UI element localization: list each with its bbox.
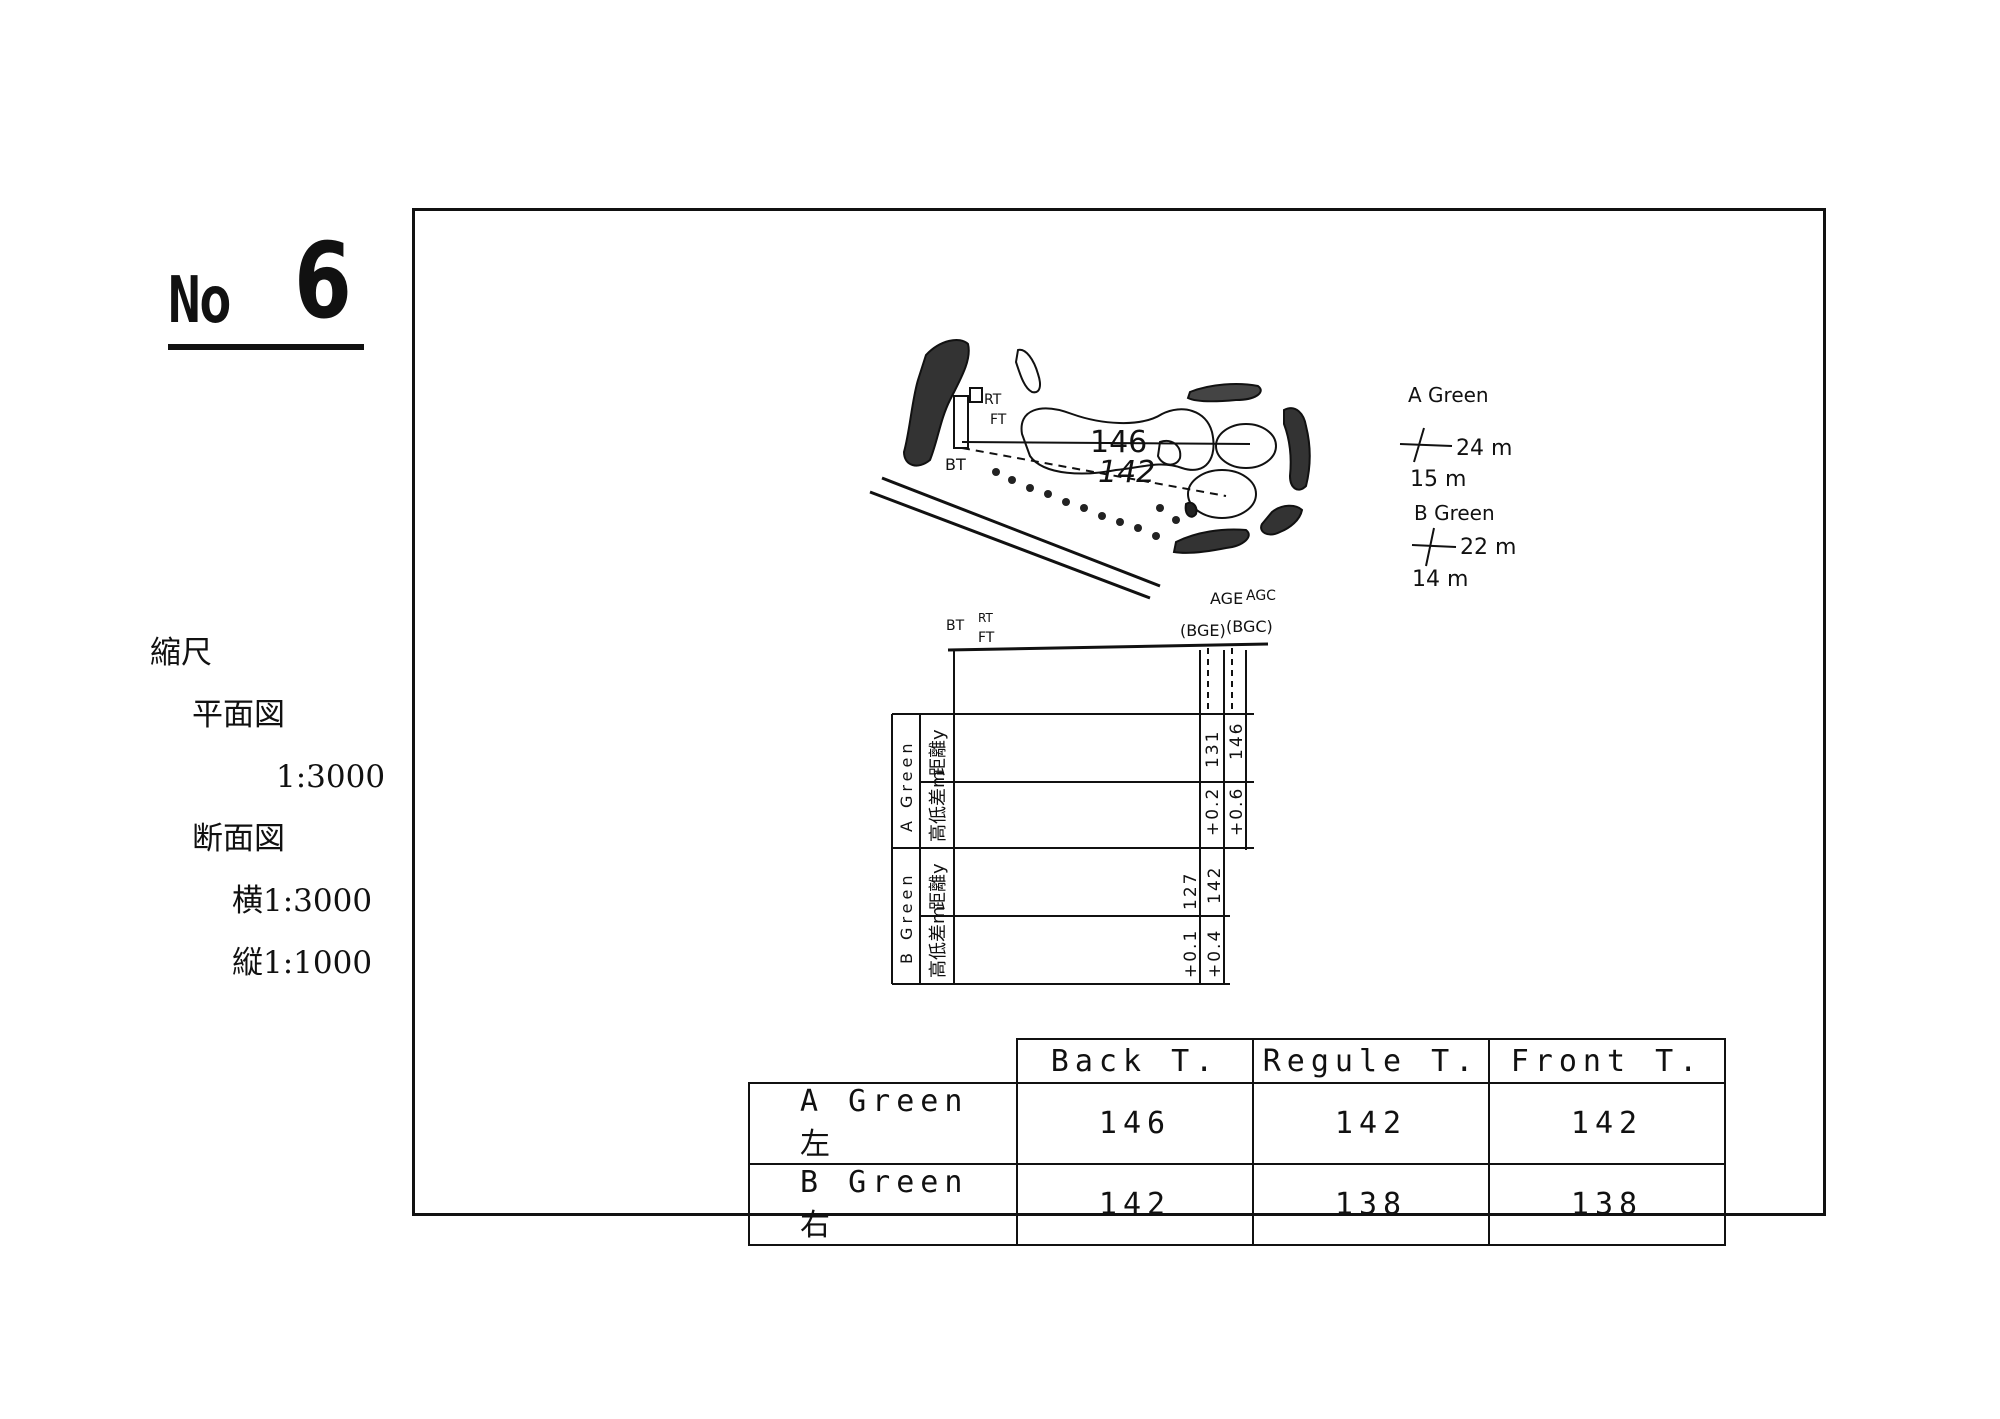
profile-agc: AGC bbox=[1246, 588, 1276, 604]
profile-tee-ft: FT bbox=[978, 630, 995, 646]
profile-age: AGE bbox=[1210, 589, 1243, 608]
fairway-outline bbox=[1020, 407, 1215, 475]
hole-number: 6 bbox=[294, 220, 352, 342]
a-dist-1: 131 bbox=[1203, 730, 1223, 768]
green-axis-icon bbox=[1399, 427, 1457, 567]
tree-cluster bbox=[1186, 383, 1262, 403]
bunker bbox=[1014, 348, 1041, 394]
profile-b-group: B Green bbox=[897, 871, 916, 964]
b-elev-1: +0.1 bbox=[1181, 929, 1201, 978]
a-distance-label: 146 bbox=[1090, 425, 1147, 460]
profile-b-dist-label: 距離y bbox=[928, 863, 949, 910]
tee-box bbox=[953, 395, 969, 449]
a-green-back: 146 bbox=[1016, 1082, 1254, 1165]
b-dist-1: 127 bbox=[1181, 872, 1201, 910]
a-green-play-line bbox=[961, 441, 1251, 445]
header-back-tee: Back T. bbox=[1016, 1038, 1254, 1084]
profile-a-elev-label: 高低差m bbox=[928, 770, 949, 842]
b-distance-label: 142 bbox=[1098, 455, 1155, 490]
hole-title: No 6 bbox=[168, 220, 364, 350]
profile-a-dist-label: 距離y bbox=[928, 729, 949, 776]
a-green-front: 142 bbox=[1488, 1082, 1726, 1165]
tree-cluster bbox=[1260, 504, 1304, 536]
hole-label: No bbox=[168, 264, 232, 338]
green-size-annotations: A Green 24 m 15 m B Green 22 m 14 m bbox=[1399, 383, 1516, 592]
boundary-line bbox=[869, 490, 1151, 600]
section-vertical-scale: 縦1:1000 bbox=[232, 945, 373, 981]
table-row: B Green 右 142 138 138 bbox=[748, 1163, 1726, 1246]
profile-tee-bt: BT bbox=[946, 618, 965, 634]
tree-cluster bbox=[1283, 407, 1311, 491]
tree-cluster bbox=[1172, 528, 1250, 554]
a-green-regular: 142 bbox=[1252, 1082, 1490, 1165]
distance-table: Back T. Regule T. Front T. A Green 左 146… bbox=[748, 1038, 1726, 1246]
b-elev-2: +0.4 bbox=[1205, 929, 1225, 978]
hole-plan-map bbox=[869, 339, 1311, 600]
plan-label: 平面図 bbox=[192, 697, 285, 733]
plan-scale: 1:3000 bbox=[276, 759, 386, 795]
bunker bbox=[1156, 440, 1182, 466]
row-label-b-green: B Green 右 bbox=[748, 1163, 1018, 1246]
tee-box bbox=[969, 387, 983, 403]
tree-cluster bbox=[902, 339, 970, 467]
profile-a-group: A Green bbox=[897, 740, 916, 832]
b-green-title: B Green bbox=[1414, 501, 1495, 525]
table-row: A Green 左 146 142 142 bbox=[748, 1082, 1726, 1165]
a-green-outline bbox=[1215, 423, 1277, 469]
b-green-play-line bbox=[961, 447, 1227, 497]
a-green-depth: 15 m bbox=[1410, 467, 1466, 492]
profile-bgc: (BGC) bbox=[1226, 617, 1273, 636]
a-elev-2: +0.6 bbox=[1227, 787, 1247, 836]
header-front-tee: Front T. bbox=[1488, 1038, 1726, 1084]
a-green-title: A Green bbox=[1408, 383, 1489, 407]
scale-heading: 縮尺 bbox=[150, 635, 212, 671]
profile-section bbox=[891, 642, 1269, 985]
a-green-width: 24 m bbox=[1456, 436, 1512, 461]
b-green-front: 138 bbox=[1488, 1163, 1726, 1246]
a-elev-1: +0.2 bbox=[1203, 787, 1223, 836]
b-dist-2: 142 bbox=[1205, 866, 1225, 904]
b-green-width: 22 m bbox=[1460, 535, 1516, 560]
distance-table-header-row: Back T. Regule T. Front T. bbox=[749, 1038, 1726, 1084]
profile-labels: BT RT FT AGE AGC (BGE) (BGC) A Green B G… bbox=[897, 588, 1276, 978]
section-horizontal-scale: 横1:3000 bbox=[232, 883, 373, 919]
distance-table-corner bbox=[749, 1039, 1018, 1084]
b-green-back: 142 bbox=[1016, 1163, 1254, 1246]
b-green-depth: 14 m bbox=[1412, 567, 1468, 592]
section-label: 断面図 bbox=[192, 821, 285, 857]
map-tee-rt: RT bbox=[984, 392, 1002, 408]
profile-b-elev-label: 高低差m bbox=[928, 906, 949, 978]
map-tee-bt: BT bbox=[945, 455, 966, 474]
profile-bge: (BGE) bbox=[1180, 621, 1226, 640]
profile-tee-rt: RT bbox=[978, 611, 993, 625]
map-labels: 146 142 BT RT FT bbox=[945, 392, 1155, 490]
b-green-regular: 138 bbox=[1252, 1163, 1490, 1246]
row-label-a-green: A Green 左 bbox=[748, 1082, 1018, 1165]
header-regular-tee: Regule T. bbox=[1252, 1038, 1490, 1084]
a-dist-2: 146 bbox=[1227, 722, 1247, 760]
bunker bbox=[1184, 501, 1198, 518]
tree-row bbox=[992, 468, 1180, 540]
boundary-line bbox=[881, 476, 1161, 588]
map-tee-ft: FT bbox=[990, 412, 1007, 428]
b-green-outline bbox=[1187, 469, 1257, 519]
